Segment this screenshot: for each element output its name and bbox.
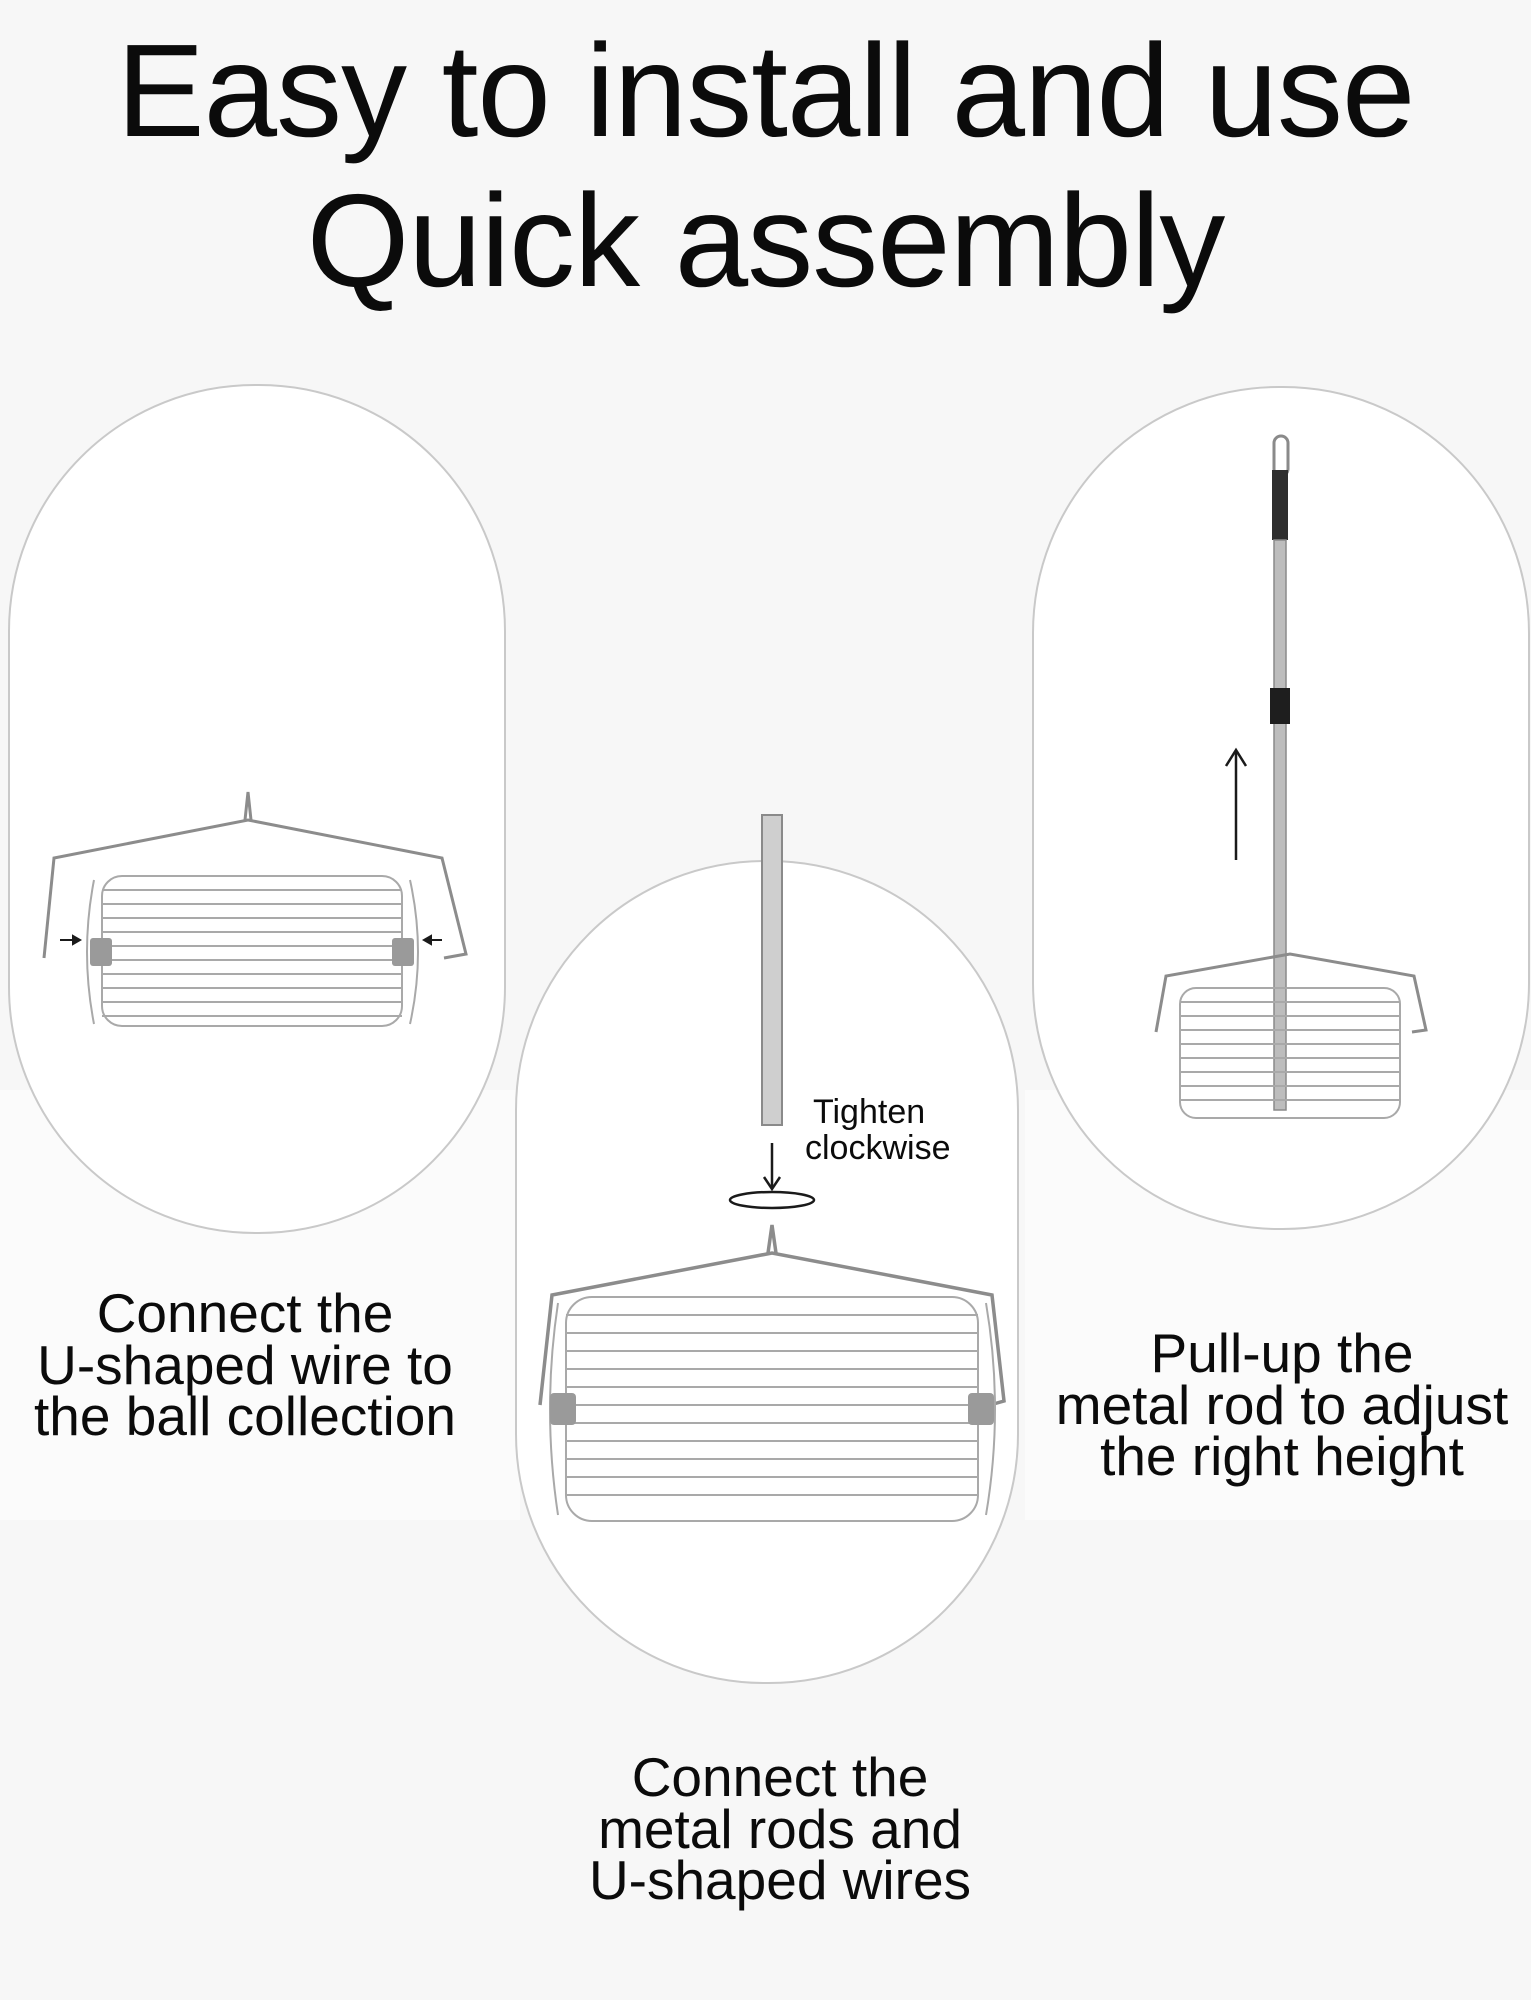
tighten-note-line-1: Tighten xyxy=(813,1093,926,1131)
step-1-caption-line-3: the ball collection xyxy=(34,1385,456,1448)
step-2-caption: Connect the metal rods and U-shaped wire… xyxy=(530,1746,1030,1912)
step-1-caption-line-1: Connect the xyxy=(96,1282,394,1344)
step-3-caption-line-1: Pull-up the xyxy=(1150,1322,1414,1384)
step-3-caption-line-2: metal rod to adjust xyxy=(1055,1373,1509,1436)
step-1-panel xyxy=(8,384,506,1234)
step-1-caption: Connect the U-shaped wire to the ball co… xyxy=(5,1282,485,1448)
rod-basket-icon xyxy=(538,814,1006,1522)
tighten-note: Tighten clockwise xyxy=(805,1093,951,1167)
telescopic-picker-icon xyxy=(1224,434,1290,1111)
page-title-line-2: Quick assembly xyxy=(306,167,1226,314)
tighten-note-line-2: clockwise xyxy=(805,1128,951,1167)
step-2-caption-line-2: metal rods and xyxy=(598,1797,962,1860)
step-3-basket-icon xyxy=(1154,952,1428,1119)
step-3-caption: Pull-up the metal rod to adjust the righ… xyxy=(1022,1322,1531,1488)
u-wire-basket-icon xyxy=(42,791,468,1027)
step-2-caption-line-1: Connect the xyxy=(631,1746,929,1808)
page-title-line-1: Easy to install and use xyxy=(116,17,1416,164)
step-3-caption-line-3: the right height xyxy=(1100,1425,1464,1488)
step-2-caption-line-3: U-shaped wires xyxy=(588,1849,972,1912)
step-1-caption-line-2: U-shaped wire to xyxy=(37,1333,453,1396)
